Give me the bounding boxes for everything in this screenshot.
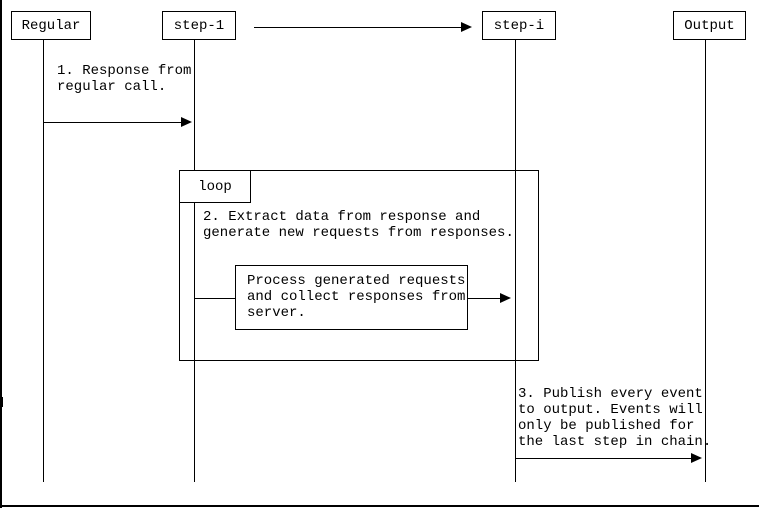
left-edge-notch xyxy=(0,397,3,407)
message-1-arrow-line xyxy=(43,122,182,123)
message-1-label: 1. Response from regular call. xyxy=(57,63,192,95)
process-box: Process generated requests and collect r… xyxy=(235,265,468,330)
lifeline-regular xyxy=(43,40,44,482)
process-in-line xyxy=(194,298,235,299)
process-out-arrow-line xyxy=(468,298,501,299)
message-3-arrow-head-icon xyxy=(691,453,702,463)
process-out-arrow-head-icon xyxy=(500,293,511,303)
message-1-arrow-head-icon xyxy=(181,117,192,127)
message-3-arrow-line xyxy=(515,458,692,459)
loop-fragment-label: loop xyxy=(179,170,251,203)
chain-arrow-line xyxy=(254,27,462,28)
participant-regular: Regular xyxy=(11,11,91,40)
message-3-label: 3. Publish every event to output. Events… xyxy=(518,386,712,450)
bottom-edge-border xyxy=(0,505,759,507)
message-2-label: 2. Extract data from response and genera… xyxy=(203,209,514,241)
left-edge-border xyxy=(0,0,2,508)
lifeline-output xyxy=(705,40,706,482)
lifeline-step-i xyxy=(515,40,516,482)
lifeline-step-1 xyxy=(194,40,195,482)
chain-arrow-head-icon xyxy=(461,22,472,32)
participant-step-i: step-i xyxy=(482,11,556,40)
loop-fragment-frame xyxy=(179,170,539,361)
participant-step-1: step-1 xyxy=(162,11,236,40)
participant-output: Output xyxy=(673,11,746,40)
